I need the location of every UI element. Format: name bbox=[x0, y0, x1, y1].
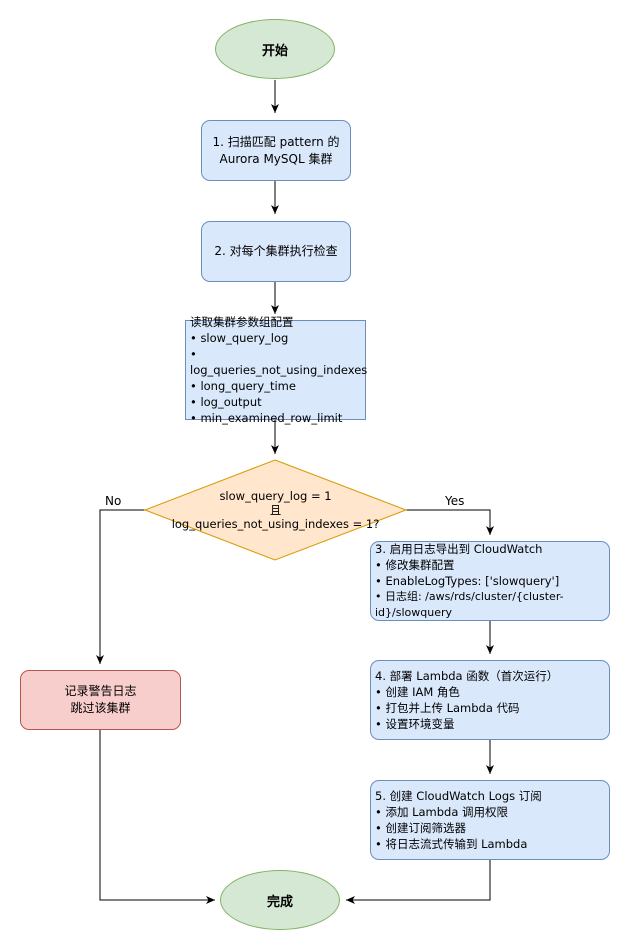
params-item: • log_queries_not_using_indexes bbox=[190, 347, 368, 377]
step5-create-subscription: 5. 创建 CloudWatch Logs 订阅 • 添加 Lambda 调用权… bbox=[370, 780, 610, 860]
skip-line-1: 记录警告日志 bbox=[64, 684, 137, 698]
step1-scan-clusters: 1. 扫描匹配 pattern 的 Aurora MySQL 集群 bbox=[201, 120, 351, 181]
step4-deploy-lambda: 4. 部署 Lambda 函数（首次运行） • 创建 IAM 角色 • 打包并上… bbox=[370, 660, 610, 740]
edge-label-no: No bbox=[105, 494, 122, 508]
step2-label: 2. 对每个集群执行检查 bbox=[214, 244, 338, 258]
edge-skip-to-end bbox=[99, 730, 215, 904]
params-item: • min_examined_row_limit bbox=[190, 411, 343, 425]
step5-item: • 将日志流式传输到 Lambda bbox=[375, 837, 528, 851]
decision-diamond bbox=[143, 459, 408, 561]
skip-line-2: 跳过该集群 bbox=[70, 701, 131, 715]
decision-condition: slow_query_log = 1 且 log_queries_not_usi… bbox=[145, 460, 406, 560]
step3-item: • 修改集群配置 bbox=[375, 558, 455, 572]
start-node: 开始 bbox=[215, 19, 335, 79]
step4-item: • 设置环境变量 bbox=[375, 717, 455, 731]
step1-line-2: Aurora MySQL 集群 bbox=[219, 151, 333, 166]
edge-label-yes: Yes bbox=[445, 494, 465, 508]
step1-line-1: 1. 扫描匹配 pattern 的 bbox=[212, 134, 340, 149]
step3-item: • 日志组: /aws/rds/cluster/{cluster-id}/slo… bbox=[375, 590, 564, 619]
edge-step5-to-end bbox=[346, 860, 491, 904]
step5-item: • 创建订阅筛选器 bbox=[375, 821, 466, 835]
step5-title: 5. 创建 CloudWatch Logs 订阅 bbox=[375, 789, 542, 803]
skip-cluster-node: 记录警告日志 跳过该集群 bbox=[20, 670, 181, 730]
params-item: • long_query_time bbox=[190, 379, 296, 393]
params-title: 读取集群参数组配置 bbox=[190, 315, 294, 329]
end-label: 完成 bbox=[266, 894, 293, 910]
start-label: 开始 bbox=[261, 43, 288, 59]
params-item: • slow_query_log bbox=[190, 331, 289, 345]
step4-item: • 创建 IAM 角色 bbox=[375, 685, 460, 699]
params-read-node: 读取集群参数组配置 • slow_query_log • log_queries… bbox=[185, 315, 368, 425]
step5-item: • 添加 Lambda 调用权限 bbox=[375, 805, 509, 819]
edge-decision-yes-to-step3 bbox=[406, 509, 494, 535]
decision-line-2: 且 bbox=[269, 503, 282, 517]
step3-title: 3. 启用日志导出到 CloudWatch bbox=[375, 542, 543, 556]
decision-line-1: slow_query_log = 1 bbox=[219, 489, 332, 503]
step4-item: • 打包并上传 Lambda 代码 bbox=[375, 701, 520, 715]
decision-line-3: log_queries_not_using_indexes = 1? bbox=[171, 517, 380, 531]
end-node: 完成 bbox=[220, 870, 340, 930]
step3-item: • EnableLogTypes: ['slowquery'] bbox=[375, 574, 560, 588]
params-item: • log_output bbox=[190, 395, 262, 409]
step4-title: 4. 部署 Lambda 函数（首次运行） bbox=[375, 669, 559, 683]
step2-check-each-cluster: 2. 对每个集群执行检查 bbox=[201, 221, 351, 282]
edge-decision-no-to-skip bbox=[96, 509, 145, 664]
step3-enable-log-export: 3. 启用日志导出到 CloudWatch • 修改集群配置 • EnableL… bbox=[370, 541, 610, 621]
